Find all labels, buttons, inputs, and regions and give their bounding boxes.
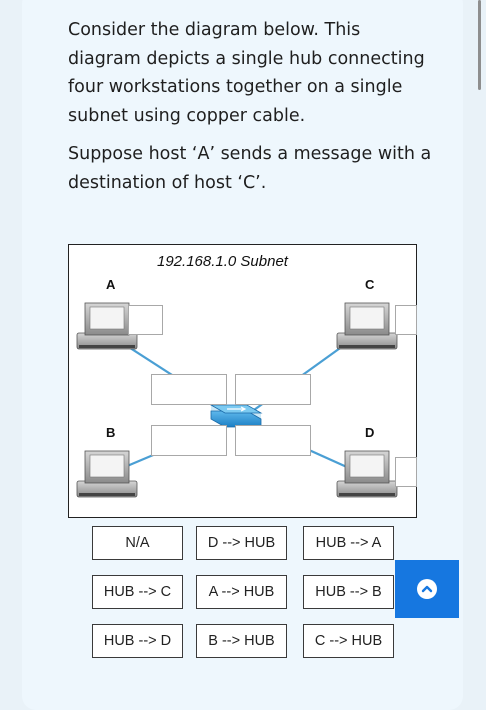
drop-zone-b-hub[interactable] [151,425,227,456]
drop-zone-a-hub[interactable] [151,374,227,405]
hub-icon [209,404,263,428]
page-scrollbar[interactable] [478,0,481,90]
drop-zone-a[interactable] [128,305,163,335]
subnet-label: 192.168.1.0 Subnet [157,253,288,270]
chevron-up-icon [417,579,437,599]
option-chip[interactable]: HUB --> B [303,575,394,609]
drop-zone-d[interactable] [395,457,417,487]
question-prompt: Suppose host ‘A’ sends a message with a … [68,144,432,193]
host-label-c: C [365,277,375,292]
option-chip[interactable]: HUB --> A [303,526,394,560]
option-chip[interactable]: HUB --> D [92,624,183,658]
drop-zone-hub-d[interactable] [235,425,311,456]
computer-icon [76,302,138,350]
option-chip[interactable]: A --> HUB [196,575,287,609]
drop-zone-c[interactable] [395,305,417,335]
computer-icon [76,450,138,498]
computer-icon [336,302,398,350]
option-chip[interactable]: C --> HUB [303,624,394,658]
option-chip[interactable]: B --> HUB [196,624,287,658]
option-chip[interactable]: HUB --> C [92,575,183,609]
option-chip[interactable]: N/A [92,526,183,560]
computer-icon [336,450,398,498]
host-label-b: B [106,425,116,440]
host-label-a: A [106,277,116,292]
drop-zone-hub-c[interactable] [235,374,311,405]
host-label-d: D [365,425,375,440]
scroll-to-top-button[interactable] [395,560,459,618]
question-text: Consider the diagram below. This diagram… [68,20,425,126]
diagram-drawing [76,302,398,498]
network-diagram: 192.168.1.0 Subnet A C B D [68,244,417,518]
option-chip[interactable]: D --> HUB [196,526,287,560]
